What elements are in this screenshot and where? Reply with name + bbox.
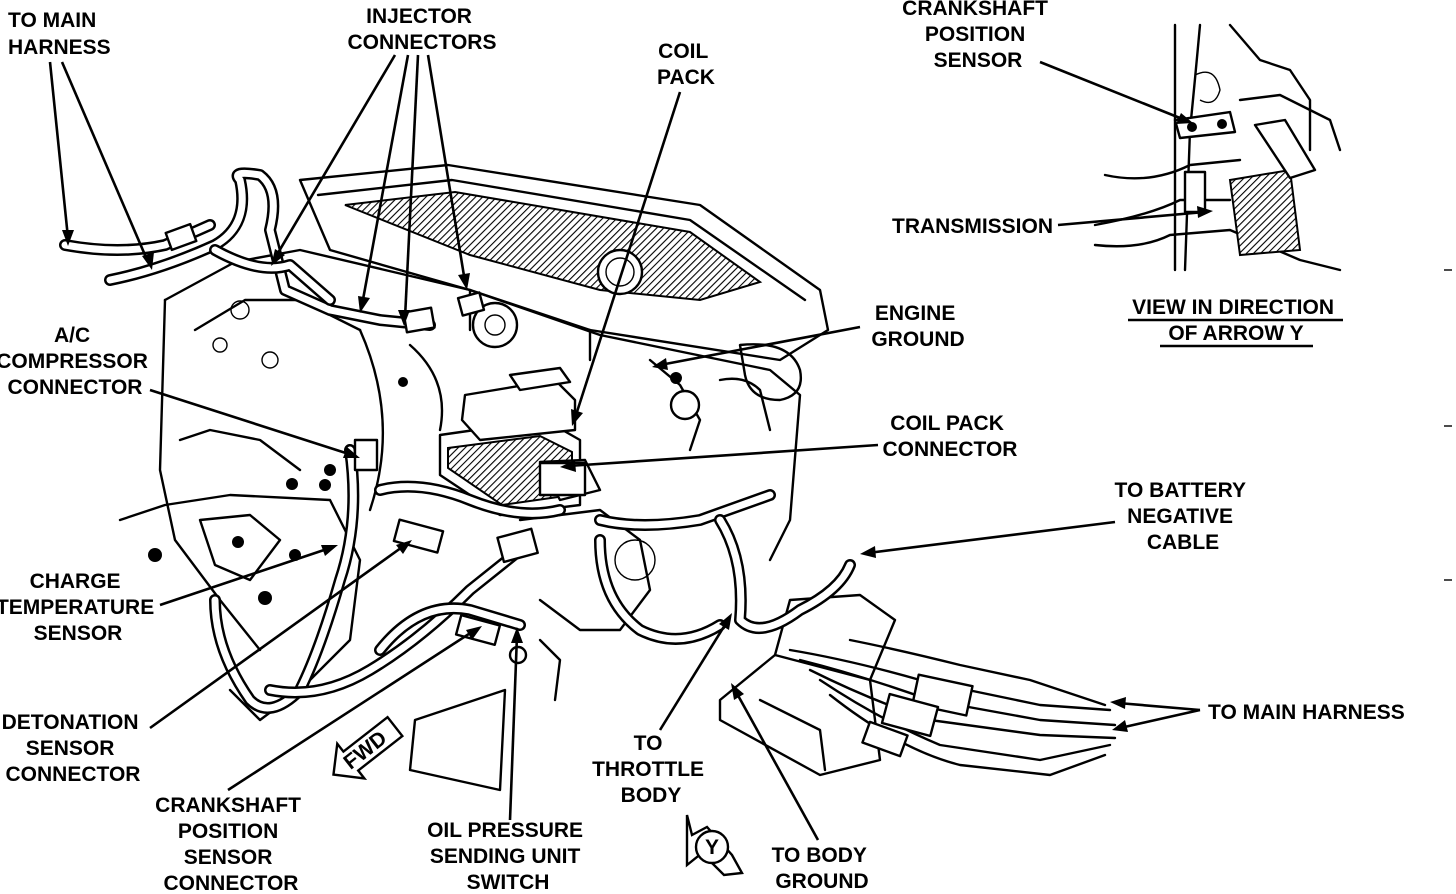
label-oil-pressure-sending-unit-switch: OIL PRESSURE SENDING UNIT SWITCH xyxy=(427,819,589,894)
y-direction-arrow: Y xyxy=(685,814,744,877)
label-injector-connectors: INJECTOR CONNECTORS xyxy=(348,5,497,54)
inset-view-arrow-y xyxy=(1093,23,1342,272)
label-engine-ground: ENGINE GROUND xyxy=(871,302,964,351)
label-crankshaft-position-sensor-connector: CRANKSHAFT POSITION SENSOR CONNECTOR xyxy=(155,794,307,894)
leader-lines xyxy=(48,54,1452,841)
label-to-throttle-body: TO THROTTLE BODY xyxy=(592,732,710,807)
callout-labels: TO MAIN HARNESS INJECTOR CONNECTORS COIL… xyxy=(0,0,1405,894)
label-to-main-harness-top: TO MAIN HARNESS xyxy=(8,9,111,59)
wiring-harness xyxy=(59,167,1117,777)
label-to-main-harness-right: TO MAIN HARNESS xyxy=(1208,701,1405,724)
label-ac-compressor-connector: A/C COMPRESSOR CONNECTOR xyxy=(0,324,154,399)
label-view-in-direction: VIEW IN DIRECTION OF ARROW Y xyxy=(1132,296,1340,345)
y-arrow-label: Y xyxy=(705,836,719,859)
label-to-body-ground: TO BODY GROUND xyxy=(772,844,873,893)
label-to-battery-negative-cable: TO BATTERY NEGATIVE CABLE xyxy=(1115,479,1252,554)
label-detonation-sensor-connector: DETONATION SENSOR CONNECTOR xyxy=(2,711,145,786)
label-coil-pack-connector: COIL PACK CONNECTOR xyxy=(883,412,1018,461)
label-crankshaft-position-sensor: CRANKSHAFT POSITION SENSOR xyxy=(902,0,1054,72)
label-transmission: TRANSMISSION xyxy=(892,215,1053,238)
label-charge-temperature-sensor: CHARGE TEMPERATURE SENSOR xyxy=(0,570,160,645)
label-coil-pack: COIL PACK xyxy=(657,40,715,89)
